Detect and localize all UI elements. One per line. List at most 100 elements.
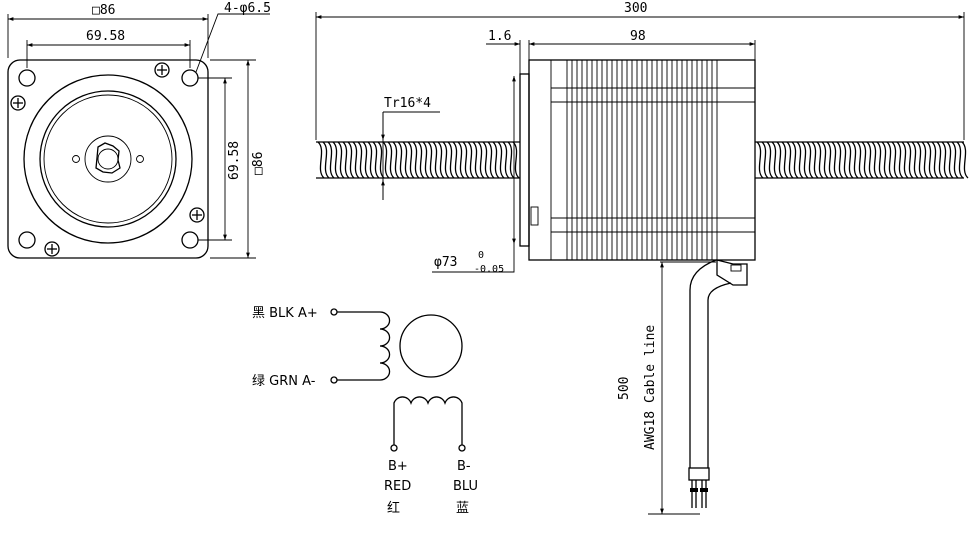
thread-flight <box>327 141 335 179</box>
thread-flight <box>357 141 365 179</box>
thread-flight <box>851 141 859 179</box>
thread-flight <box>342 141 350 179</box>
wire-b-minus-cn: 蓝 <box>456 501 469 516</box>
screw-icon <box>154 62 170 78</box>
thread-flight <box>866 141 874 179</box>
front-dot-right <box>136 155 144 163</box>
thread-flight <box>901 141 909 179</box>
thread-flight <box>352 141 360 179</box>
thread-flight <box>412 141 420 179</box>
thread-flight <box>876 141 884 179</box>
thread-flight <box>936 141 944 179</box>
wire-b-minus-label: B- <box>457 459 471 474</box>
dim-width-label: □86 <box>92 3 115 18</box>
thread-flight <box>417 141 425 179</box>
wire-b-minus-color: BLU <box>453 479 478 494</box>
cooling-fins <box>566 60 713 260</box>
front-pilot-inner <box>43 94 173 224</box>
thread-flight <box>377 141 385 179</box>
thread-flight <box>871 141 879 179</box>
dim-pilot-tol-upper: 0 <box>478 250 484 261</box>
wire-b-plus-color: RED <box>384 479 411 494</box>
side-view: 300 1.6 98 Tr16*4 φ73 0 <box>315 1 969 515</box>
thread-flight <box>367 141 375 179</box>
thread-flight <box>861 141 869 179</box>
dim-pilot-tol-lower: -0.05 <box>474 264 504 275</box>
thread-flight <box>422 141 430 179</box>
thread-flight <box>926 141 934 179</box>
body-tab <box>530 206 539 226</box>
terminal-a-plus <box>330 308 338 316</box>
thread-flight <box>826 141 834 179</box>
terminal-b-minus <box>458 444 466 452</box>
terminal-a-minus <box>330 376 338 384</box>
thread-flight <box>761 141 769 179</box>
thread-flight <box>492 141 500 179</box>
thread-flight <box>337 141 345 179</box>
cable-end-sleeve <box>688 467 710 481</box>
wire-strip-left <box>690 488 698 492</box>
thread-flight <box>846 141 854 179</box>
thread-flight <box>477 141 485 179</box>
thread-flight <box>881 141 889 179</box>
thread-flight <box>402 141 410 179</box>
thread-flight <box>781 141 789 179</box>
thread-label: Tr16*4 <box>384 96 431 111</box>
front-view: □86 69.58 4-φ6.5 69.58 □86 <box>7 1 271 259</box>
thread-flight <box>442 141 450 179</box>
thread-flight <box>457 141 465 179</box>
thread-flight <box>921 141 929 179</box>
thread-flight <box>462 141 470 179</box>
dim-cable-type-label: AWG18 Cable line <box>643 325 658 450</box>
mount-hole-tl <box>18 69 36 87</box>
thread-flight <box>786 141 794 179</box>
thread-flight <box>497 141 505 179</box>
thread-flight <box>482 141 490 179</box>
wiring-diagram: 黑 BLK A+ 绿 GRN A- B+ RED 红 B- BLU 蓝 <box>252 306 478 516</box>
thread-flight <box>502 141 510 179</box>
thread-flight <box>766 141 774 179</box>
thread-flight <box>437 141 445 179</box>
thread-flight <box>322 141 330 179</box>
lead-screw-right <box>755 141 969 179</box>
wire-a-minus-label: 绿 GRN A- <box>252 374 316 389</box>
thread-flight <box>806 141 814 179</box>
cable-outer-right <box>707 282 732 468</box>
dim-body-label: 98 <box>630 29 646 44</box>
mount-hole-br <box>181 231 199 249</box>
wire-b-plus-cn: 红 <box>387 500 400 516</box>
dim-total-label: 300 <box>624 1 647 16</box>
dim-cable-length-label: 500 <box>617 377 632 400</box>
thread-flight <box>347 141 355 179</box>
thread-flight <box>886 141 894 179</box>
dim-pilot-label: φ73 <box>434 255 457 270</box>
screw-icon <box>10 95 26 111</box>
mount-hole-tr <box>181 69 199 87</box>
flange-plate <box>519 73 530 247</box>
hole-leader <box>195 13 270 73</box>
thread-flight <box>382 141 390 179</box>
front-body-outline <box>7 59 209 259</box>
front-pilot-circle <box>39 90 177 228</box>
thread-flight <box>831 141 839 179</box>
thread-flight <box>407 141 415 179</box>
thread-flight <box>507 141 515 179</box>
thread-flight <box>756 141 764 179</box>
thread-flight <box>906 141 914 179</box>
thread-flight <box>961 141 969 179</box>
thread-flight <box>372 141 380 179</box>
thread-flight <box>362 141 370 179</box>
thread-flight <box>472 141 480 179</box>
thread-flight <box>816 141 824 179</box>
dim-flange-label: 1.6 <box>488 29 511 44</box>
thread-flight <box>317 141 325 179</box>
thread-flight <box>801 141 809 179</box>
front-nut-outline <box>95 142 121 174</box>
thread-flight <box>821 141 829 179</box>
screw-icon <box>44 241 60 257</box>
mount-hole-bl <box>18 231 36 249</box>
thread-flight <box>891 141 899 179</box>
thread-flight <box>447 141 455 179</box>
thread-flight <box>332 141 340 179</box>
